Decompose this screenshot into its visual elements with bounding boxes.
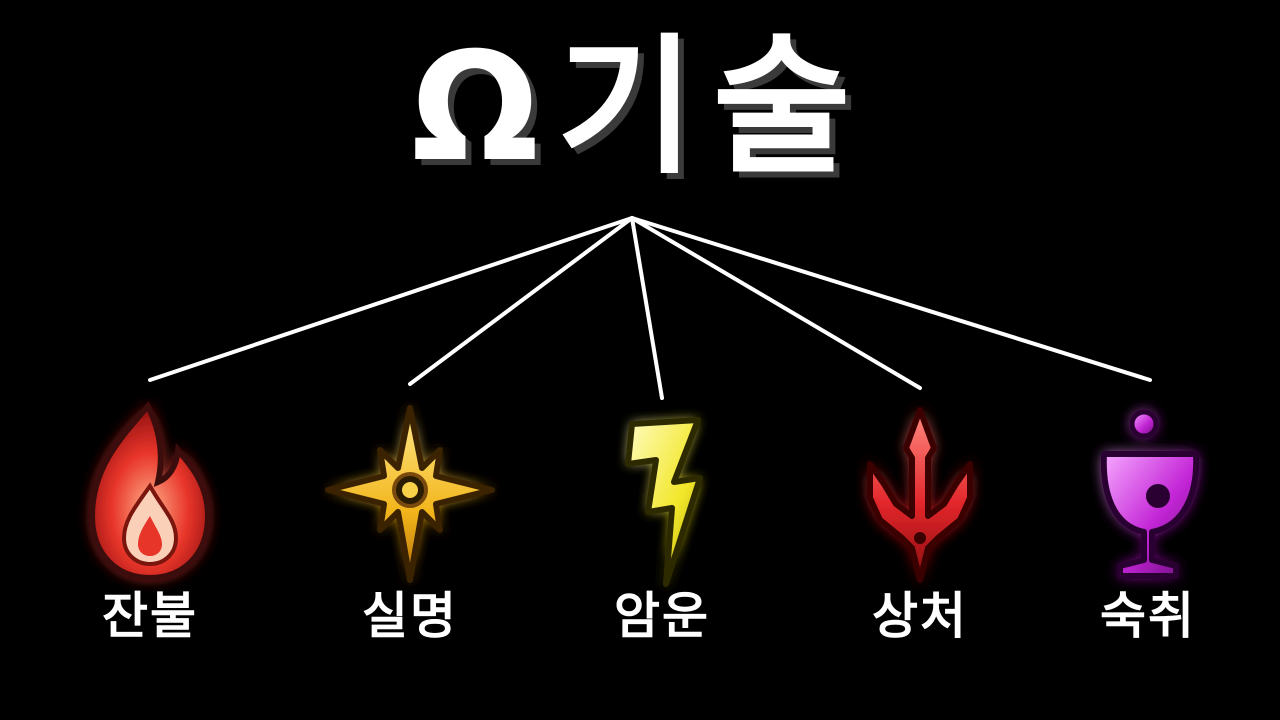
page-title: Ω기술	[411, 21, 869, 195]
connector-line-3	[630, 216, 664, 400]
skill-label-darkcloud: 암운	[614, 587, 710, 645]
connector-line-4	[630, 216, 922, 390]
skill-label-ember: 잔불	[102, 587, 198, 645]
skill-label-blind: 실명	[362, 587, 458, 645]
starburst-icon	[325, 405, 495, 583]
connector-line-1	[148, 216, 634, 382]
skill-label-wound: 상처	[872, 587, 968, 645]
trident-icon	[867, 407, 973, 583]
flame-icon	[88, 400, 212, 582]
lightning-icon	[625, 417, 703, 587]
connector-line-2	[408, 216, 634, 386]
skill-label-hangover: 숙취	[1100, 587, 1196, 645]
goblet-icon	[1100, 409, 1200, 579]
connector-line-5	[630, 216, 1152, 382]
